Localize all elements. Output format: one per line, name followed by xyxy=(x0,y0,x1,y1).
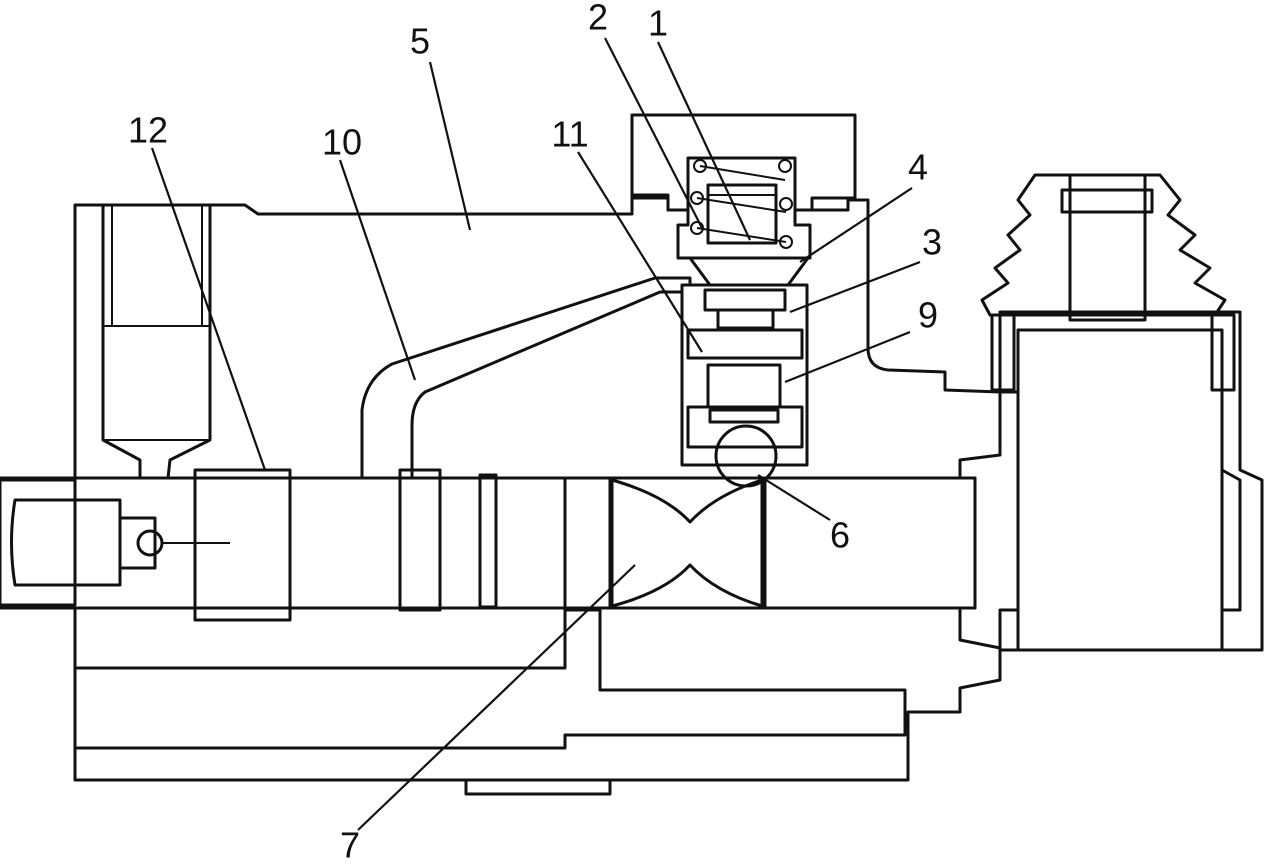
leader-6 xyxy=(757,474,831,521)
label-5: 5 xyxy=(410,21,430,62)
leader-2 xyxy=(604,37,703,229)
leader-4 xyxy=(799,187,913,263)
bellows-housing xyxy=(980,173,1264,652)
leader-11 xyxy=(577,151,703,353)
leader-9 xyxy=(784,330,911,384)
leader-10 xyxy=(338,159,417,381)
diagonal-passage xyxy=(360,276,692,480)
label-6: 6 xyxy=(830,515,850,556)
label-4: 4 xyxy=(908,147,928,188)
label-12: 12 xyxy=(128,110,168,151)
left-cylinder-bore xyxy=(101,203,212,480)
label-11: 11 xyxy=(551,114,588,155)
leader-12 xyxy=(150,147,267,471)
valve-column xyxy=(680,283,809,488)
label-7: 7 xyxy=(340,825,360,866)
label-10: 10 xyxy=(322,122,362,163)
spring xyxy=(690,159,793,249)
leader-7 xyxy=(357,564,636,831)
label-1: 1 xyxy=(648,3,668,44)
valve-cap xyxy=(630,113,857,287)
label-9: 9 xyxy=(918,295,938,336)
label-3: 3 xyxy=(922,222,942,263)
leader-3 xyxy=(789,260,921,314)
leader-5 xyxy=(428,61,472,231)
part-labels: 1 2 3 4 5 6 7 9 10 11 12 xyxy=(128,0,942,866)
leader-1 xyxy=(657,41,751,241)
spool xyxy=(0,468,977,622)
label-2: 2 xyxy=(588,0,608,38)
leader-lines xyxy=(150,37,921,831)
valve-body xyxy=(0,193,1002,796)
